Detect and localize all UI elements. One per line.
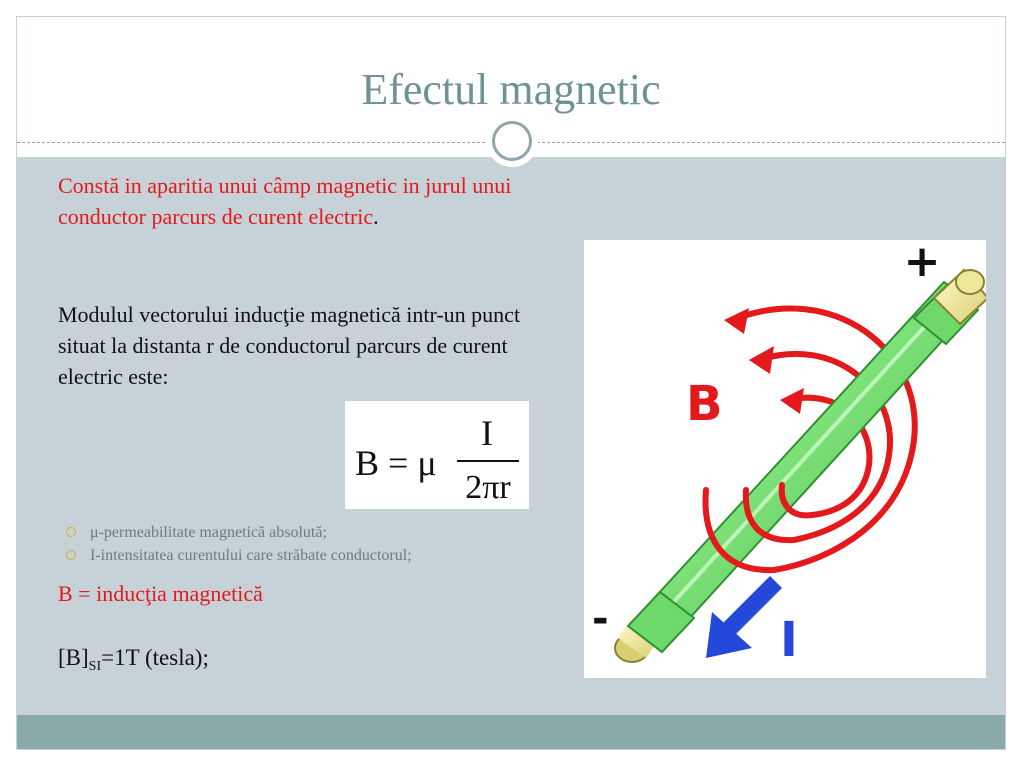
minus-label: - <box>592 596 609 642</box>
plus-label: + <box>904 240 941 287</box>
magnetic-field-illustration: + - B I <box>584 236 990 678</box>
field-loops-back <box>729 305 918 573</box>
list-item: μ-permeabilitate magnetică absolută; <box>66 521 412 544</box>
field-label: B <box>686 376 723 432</box>
intro-paragraph: Constă in aparitia unui câmp magnetic in… <box>58 170 528 232</box>
unit-subscript: SI <box>88 659 102 674</box>
current-arrow-icon <box>706 576 782 658</box>
bullet-circle-icon <box>66 527 76 537</box>
formula-denominator: 2πr <box>465 469 511 506</box>
induction-paragraph: Modulul vectorului inducţie magnetică in… <box>58 302 521 389</box>
unit-value: =1T (tesla); <box>101 645 209 670</box>
definition-line: B = inducţia magnetică <box>58 581 263 606</box>
ring-ornament-icon <box>486 115 538 167</box>
wire-end-top <box>955 269 985 295</box>
field-arrow-icons <box>724 308 804 414</box>
footer-band <box>17 715 1005 749</box>
bullet-text: I-intensitatea curentului care străbate … <box>90 547 412 564</box>
formula-image: B = μ I 2πr <box>345 401 529 509</box>
bullet-list: μ-permeabilitate magnetică absolută; I-i… <box>66 521 412 567</box>
unit-bracket: [B] <box>58 645 89 670</box>
slide-title: Efectul magnetic <box>361 65 661 114</box>
current-label: I <box>780 612 798 668</box>
formula-lhs: B = μ <box>355 443 437 483</box>
bullet-circle-icon <box>66 550 76 560</box>
intro-text: Constă in aparitia unui câmp magnetic in… <box>58 173 512 229</box>
field-loops-front <box>702 482 815 574</box>
bullet-text: μ-permeabilitate magnetică absolută; <box>90 524 327 541</box>
unit-line: [B]SI=1T (tesla); <box>58 642 209 682</box>
intro-period: . <box>373 204 379 229</box>
formula-numerator: I <box>481 413 493 453</box>
title-area: Efectul magnetic <box>16 16 1006 142</box>
list-item: I-intensitatea curentului care străbate … <box>66 544 412 567</box>
